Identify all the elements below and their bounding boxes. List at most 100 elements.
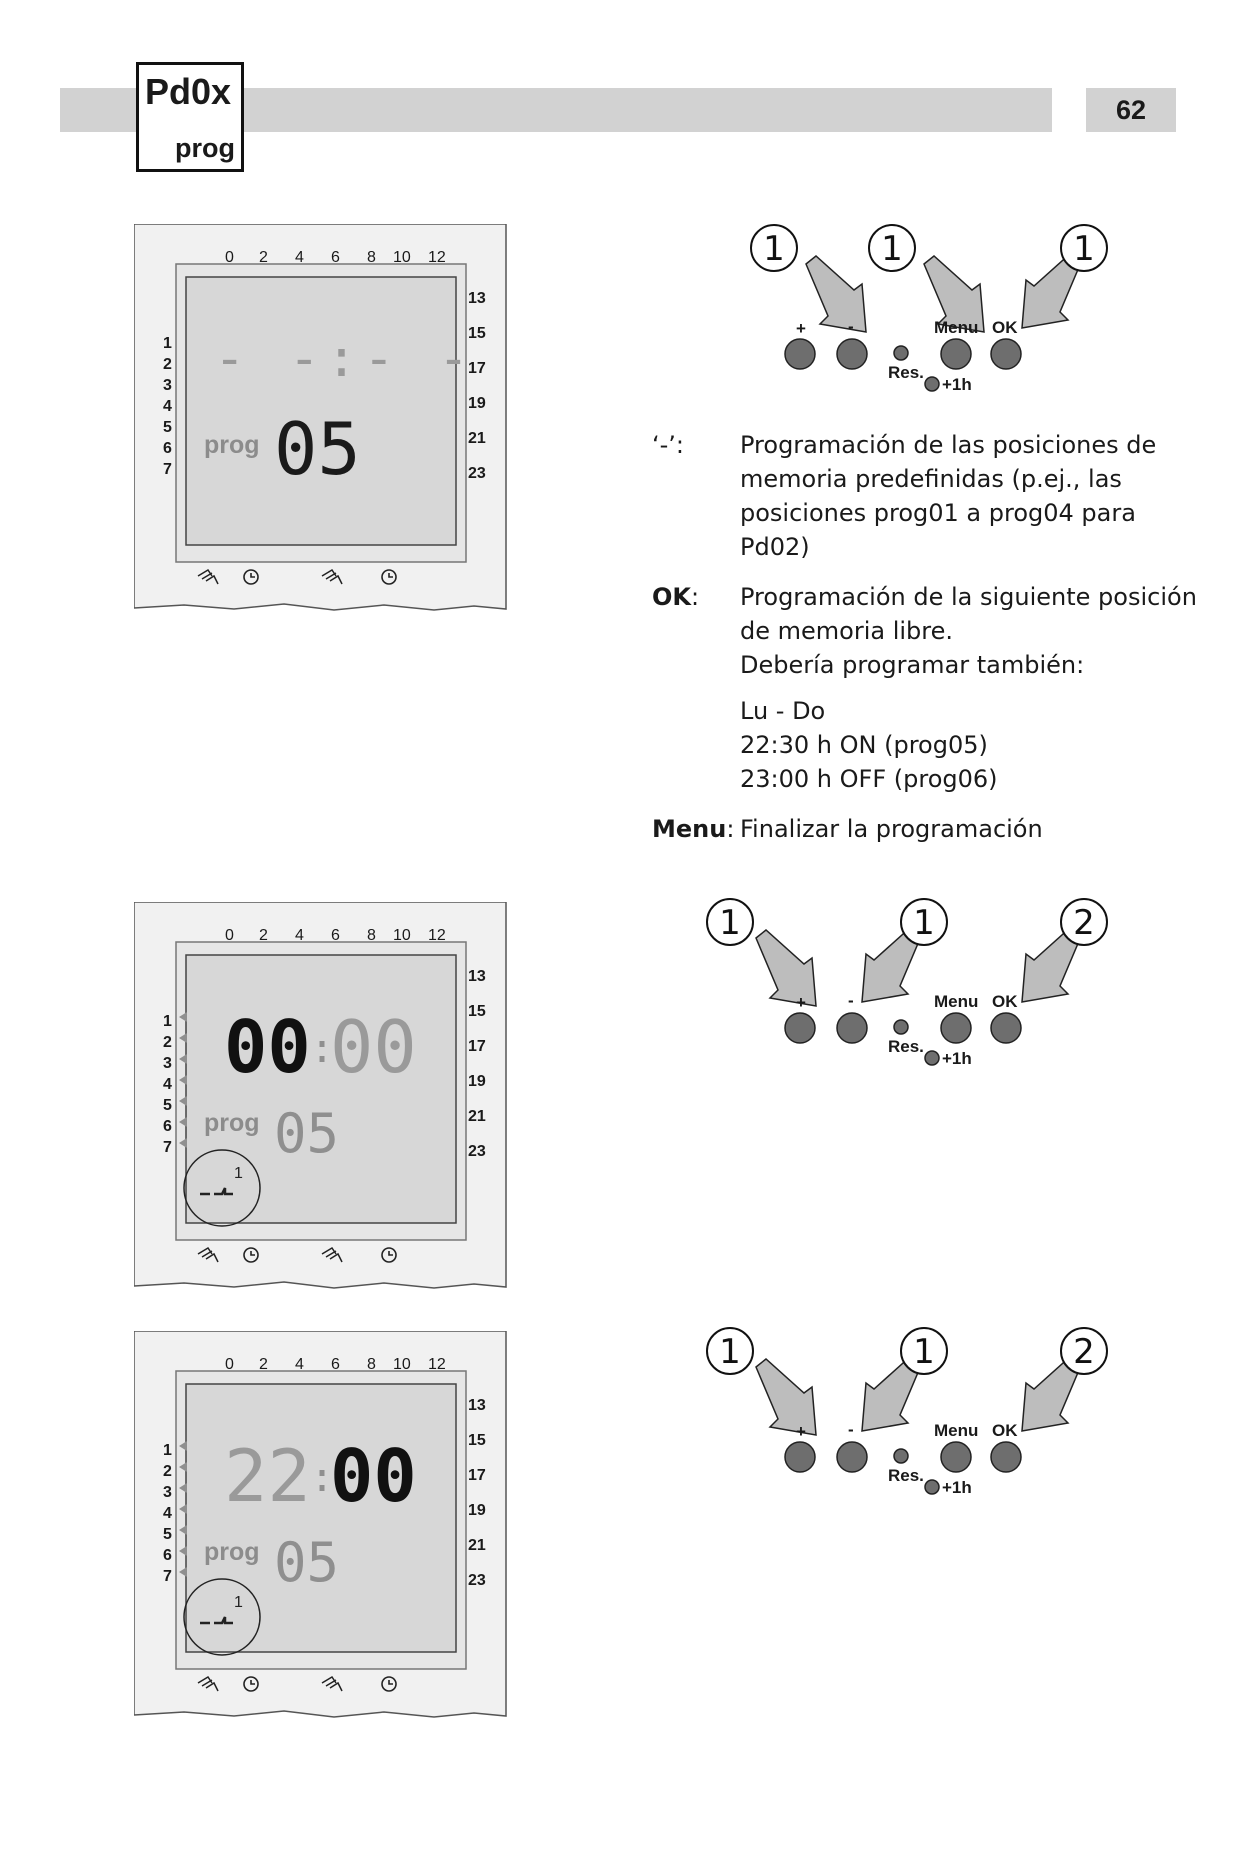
description: ‘-’: Programación de las posiciones de m… (652, 428, 1197, 862)
plus1h-button[interactable] (924, 1479, 940, 1495)
minus-button[interactable] (836, 338, 868, 370)
lcd-colon: : (310, 1455, 334, 1501)
step-marker (750, 224, 798, 272)
lcd-prog-label: prog (204, 1109, 260, 1137)
device-panel-2: 0 2 4 6 8 10 12 13 15 17 19 21 23 1 2 3 … (134, 902, 508, 1290)
step-number: 1 (719, 1332, 741, 1372)
desc-line: Finalizar la programación (740, 815, 1043, 843)
prog-label: prog (175, 133, 235, 163)
desc-key-menu: Menu: (652, 815, 735, 843)
desc-line: de memoria libre. (740, 617, 954, 645)
switch-mark: 1 (234, 1594, 243, 1611)
lcd-minutes: 00 (330, 1434, 417, 1518)
arrow-icon (755, 1358, 817, 1436)
reset-button[interactable] (893, 345, 909, 361)
lcd-minutes: 00 (330, 1005, 417, 1089)
step-number: 1 (913, 903, 935, 943)
plus-button[interactable] (784, 1441, 816, 1473)
plus-button[interactable] (784, 338, 816, 370)
day-5: 5 (163, 1526, 172, 1543)
switch-symbol-icon (200, 1616, 233, 1625)
scale-top-12: 12 (428, 927, 446, 944)
clock-icon (243, 1676, 397, 1692)
lcd-slot-number: 05 (274, 1102, 339, 1165)
day-5: 5 (163, 1097, 172, 1114)
hand-icon (197, 568, 343, 585)
plus1h-button[interactable] (924, 376, 940, 392)
page-number: 62 (1086, 88, 1176, 132)
desc-row-dash: ‘-’: Programación de las posiciones de m… (652, 428, 1192, 564)
ok-button[interactable] (990, 338, 1022, 370)
menu-button[interactable] (940, 1012, 972, 1044)
day-4: 4 (163, 398, 172, 415)
day-7: 7 (163, 1139, 172, 1156)
lcd-prog-label: prog (204, 1538, 260, 1566)
scale-top-0: 0 (225, 927, 234, 944)
step-number: 1 (881, 229, 903, 269)
plus1h-label: +1h (942, 375, 972, 394)
scale-right-17: 17 (468, 1038, 486, 1055)
scale-top-6: 6 (331, 927, 340, 944)
desc-line: 22:30 h ON (prog05) (740, 731, 988, 759)
scale-top-6: 6 (331, 1356, 340, 1373)
minus-button[interactable] (836, 1441, 868, 1473)
ok-button[interactable] (990, 1441, 1022, 1473)
scale-right-21: 21 (468, 1108, 486, 1125)
day-markers (179, 1012, 187, 1148)
scale-right-23: 23 (468, 1572, 486, 1589)
device-panel-1: 0 2 4 6 8 10 12 13 15 17 19 21 23 1 2 3 … (134, 224, 508, 612)
step-marker (1060, 898, 1108, 946)
step-marker (868, 224, 916, 272)
res-label: Res. (888, 363, 924, 382)
plus-button[interactable] (784, 1012, 816, 1044)
scale-right-13: 13 (468, 290, 486, 307)
arrow-icon (923, 255, 985, 333)
desc-key-ok: OK: (652, 583, 700, 611)
model-label: Pd0x (145, 71, 232, 112)
scale-top-10: 10 (393, 927, 411, 944)
desc-row-ok: OK: Programación de la siguiente posició… (652, 580, 1197, 796)
switch-mark: 1 (234, 1165, 243, 1182)
step-marker (706, 898, 754, 946)
step-marker (1060, 224, 1108, 272)
plus-label: + (796, 1422, 806, 1441)
desc-line: Programación de las posiciones de (740, 431, 1157, 459)
menu-button[interactable] (940, 338, 972, 370)
plus-label: + (796, 993, 806, 1012)
menu-label: Menu (934, 1421, 978, 1440)
scale-top-4: 4 (295, 927, 304, 944)
step-number: 1 (913, 1332, 935, 1372)
menu-label: Menu (934, 992, 978, 1011)
day-1: 1 (163, 1442, 172, 1459)
ok-label: OK (992, 1421, 1018, 1440)
minus-label: - (848, 317, 854, 336)
plus1h-button[interactable] (924, 1050, 940, 1066)
day-7: 7 (163, 1568, 172, 1585)
day-6: 6 (163, 1547, 172, 1564)
day-markers (179, 1441, 187, 1577)
ok-button[interactable] (990, 1012, 1022, 1044)
day-2: 2 (163, 356, 172, 373)
minus-label: - (848, 1420, 854, 1439)
minus-button[interactable] (836, 1012, 868, 1044)
scale-top-8: 8 (367, 1356, 376, 1373)
step-number: 2 (1073, 903, 1095, 943)
desc-line: posiciones prog01 a prog04 para (740, 499, 1136, 527)
step-number: 1 (763, 229, 785, 269)
scale-right-23: 23 (468, 1143, 486, 1160)
plus1h-label: +1h (942, 1478, 972, 1497)
day-3: 3 (163, 1055, 172, 1072)
scale-top-0: 0 (225, 1356, 234, 1373)
res-label: Res. (888, 1037, 924, 1056)
reset-button[interactable] (893, 1019, 909, 1035)
day-7: 7 (163, 461, 172, 478)
menu-button[interactable] (940, 1441, 972, 1473)
scale-top-10: 10 (393, 249, 411, 266)
reset-button[interactable] (893, 1448, 909, 1464)
scale-top-2: 2 (259, 927, 268, 944)
plus-label: + (796, 319, 806, 338)
scale-right-13: 13 (468, 968, 486, 985)
lcd-slot-number: 05 (274, 407, 361, 491)
scale-right-13: 13 (468, 1397, 486, 1414)
button-cluster-1: 1 1 1 + - Menu OK Res. +1h (734, 220, 1154, 410)
